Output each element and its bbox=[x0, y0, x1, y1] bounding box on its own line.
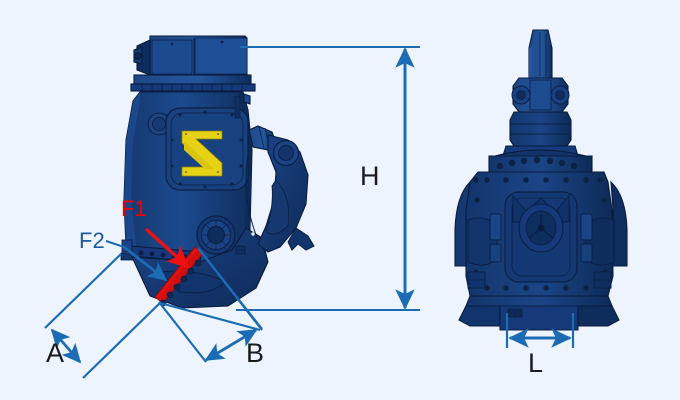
callout-F2-leader bbox=[105, 240, 125, 248]
side-view-pivot-bearing bbox=[196, 215, 236, 255]
side-view-machine bbox=[120, 35, 315, 309]
dimension-B-leaders bbox=[158, 247, 263, 363]
dimension-L bbox=[505, 313, 575, 348]
front-view-main-body bbox=[454, 171, 628, 297]
force-label-f1: F1 bbox=[121, 196, 147, 221]
brand-logo-icon bbox=[181, 130, 223, 177]
dimension-label-A: A bbox=[46, 338, 65, 368]
dimension-A-extension-lower bbox=[82, 301, 162, 379]
front-view-slew-ring bbox=[488, 149, 593, 175]
side-view-blade-bolt-row bbox=[159, 259, 202, 307]
dimension-A-arrow bbox=[50, 328, 82, 364]
dimension-H bbox=[236, 46, 420, 311]
callout-F1-arrow bbox=[144, 227, 190, 269]
dimension-label-B: B bbox=[246, 338, 265, 368]
dimension-label-H: H bbox=[360, 161, 380, 191]
dimension-B-extension-upper bbox=[159, 301, 261, 332]
force-label-f2: F2 bbox=[79, 228, 105, 253]
dimension-A bbox=[44, 253, 162, 379]
callout-F2 bbox=[105, 240, 168, 282]
callout-F1 bbox=[144, 227, 190, 269]
dimension-B-arrow bbox=[204, 328, 258, 362]
dimension-A-extension-upper bbox=[44, 253, 122, 329]
callout-F2-arrow bbox=[123, 245, 168, 282]
side-view-main-housing bbox=[120, 91, 253, 263]
front-view-cylinder-detail bbox=[512, 194, 570, 253]
front-view-top-pin bbox=[528, 29, 553, 79]
dimension-label-L: L bbox=[528, 348, 544, 378]
side-view-top-bracket bbox=[133, 35, 248, 76]
front-view-machine bbox=[454, 29, 628, 331]
front-view-lower-skirt bbox=[458, 295, 620, 331]
side-view-upper-jaw-arm bbox=[245, 125, 315, 253]
